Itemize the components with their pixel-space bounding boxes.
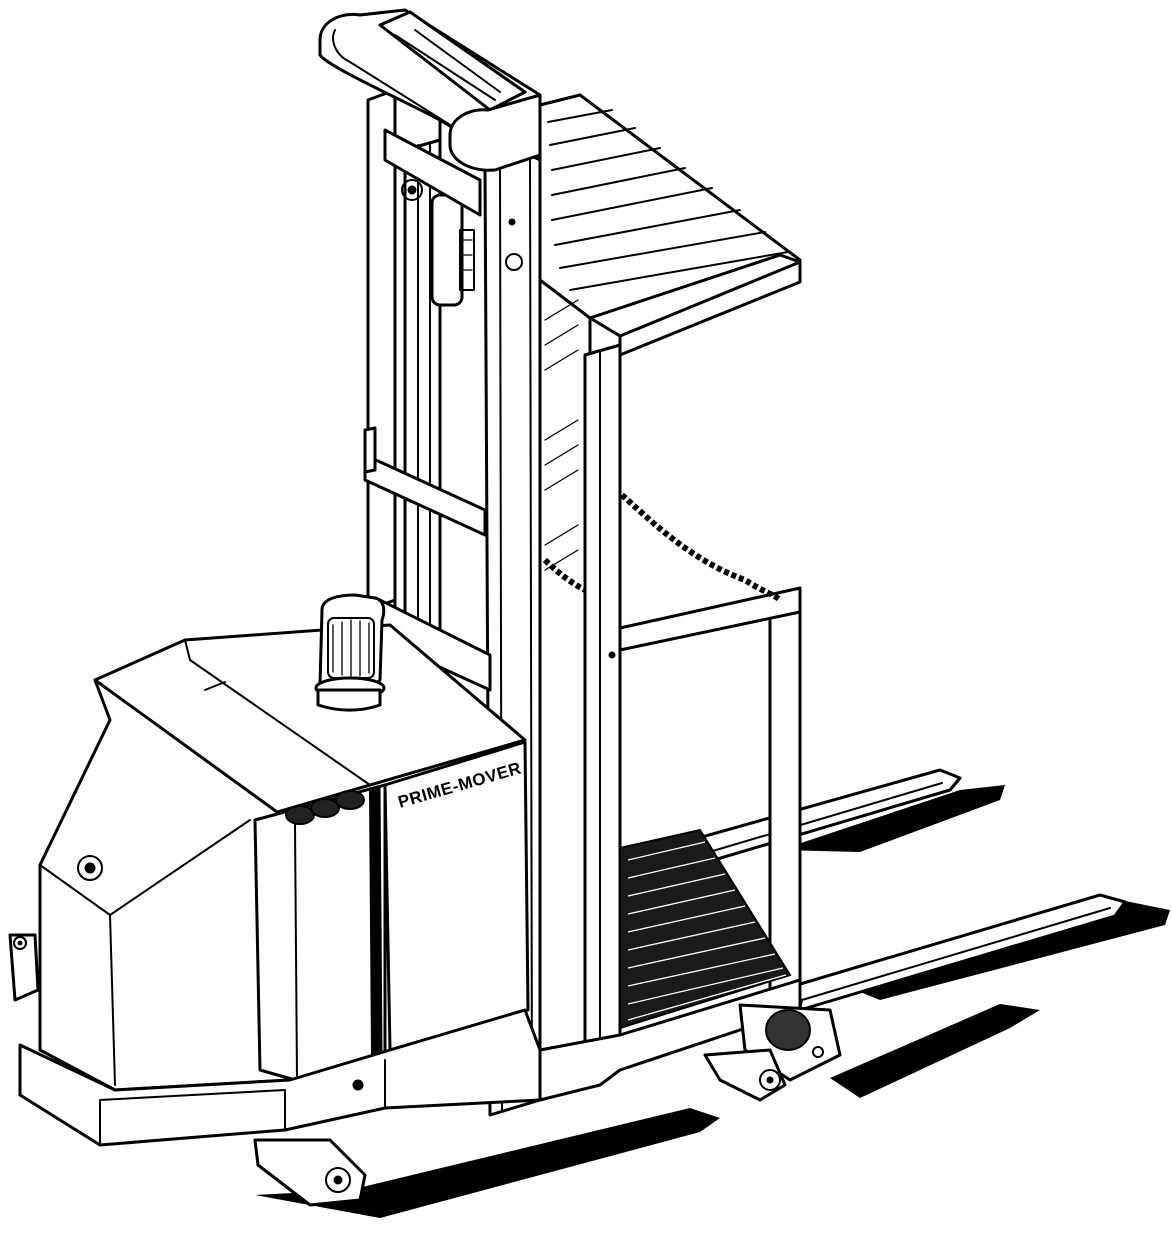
overhead-guard [318,8,542,217]
drive-unit: PRIME-MOVER [18,623,542,1147]
rack-slats [547,109,789,291]
top-control-housing [378,10,527,112]
platform-floor [538,828,802,1102]
fork-front [778,893,1127,1012]
front-panel [383,740,530,1052]
rear-caster [8,933,367,1207]
warning-beacon-icon [314,593,386,712]
front-caster [703,1003,842,1102]
control-knobs [285,790,365,825]
safety-chain [542,492,783,603]
top-platform-rack [538,93,802,360]
key-switch [77,855,103,881]
operator-cage [539,279,802,1091]
mast-bolt [505,253,523,271]
